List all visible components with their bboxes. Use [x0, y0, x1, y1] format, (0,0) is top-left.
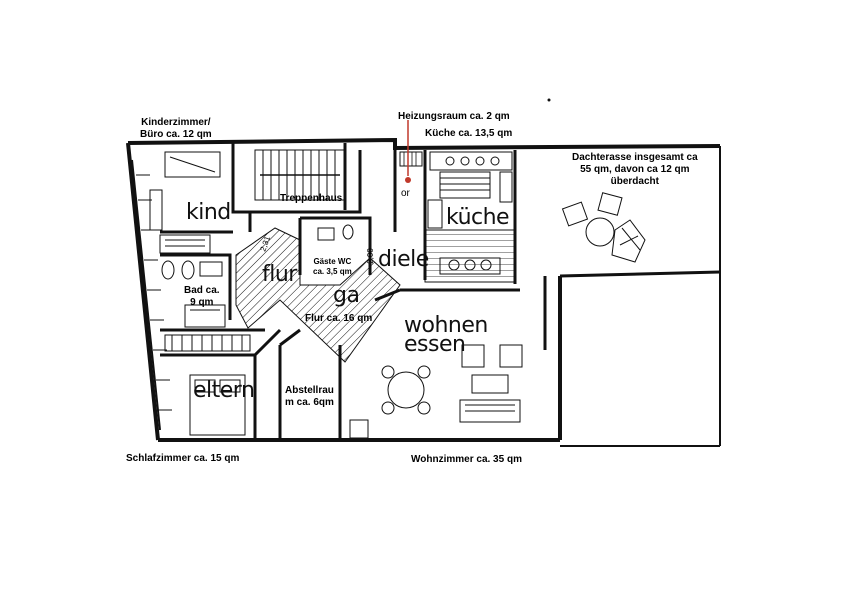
label-abstellraum-line1: Abstellrau [285, 385, 334, 396]
left-windows [131, 159, 172, 431]
label-heizungsraum: Heizungsraum ca. 2 qm [398, 111, 510, 122]
label-kueche: Küche ca. 13,5 qm [425, 128, 513, 139]
label-bad-line2: 9 qm [190, 297, 214, 308]
hand-flur: flur [262, 262, 297, 287]
interior-walls [160, 143, 547, 440]
staircase [254, 149, 346, 201]
heating-room [399, 151, 423, 167]
hand-or: or [401, 188, 410, 199]
label-kinderzimmer: Kinderzimmer/ Büro ca. 12 qm [140, 117, 212, 141]
hand-kueche: küche [446, 205, 510, 230]
label-gaeste-wc-line1: Gäste WC [313, 257, 352, 266]
label-dachterasse-line2: 55 qm, davon ca 12 qm [580, 164, 690, 175]
kid-room-furniture [149, 151, 221, 254]
label-abstellraum: Abstellrau m ca. 6qm [285, 385, 334, 409]
label-dachterasse-line1: Dachterasse insgesamt ca [572, 152, 698, 163]
label-wohnzimmer: Wohnzimmer ca. 35 qm [411, 454, 522, 465]
hand-diele: diele [378, 247, 429, 272]
hand-wohnen: wohnen [404, 313, 488, 338]
marker-dot [547, 98, 551, 102]
bathroom-fixtures [161, 260, 226, 328]
label-bad: Bad ca. 9 qm [184, 285, 220, 309]
hand-kind: kind [186, 200, 231, 225]
label-kinderzimmer-line2: Büro ca. 12 qm [140, 129, 212, 140]
label-dachterasse: Dachterasse insgesamt ca 55 qm, davon ca… [572, 152, 698, 188]
label-treppenhaus: Treppenhaus [280, 193, 343, 204]
hall-flooring [235, 227, 516, 363]
kitchen-counters [427, 151, 513, 275]
terrace-furniture [561, 192, 646, 263]
dim-b: 2,00 [365, 248, 375, 264]
bedroom-furniture [164, 334, 251, 436]
label-abstellraum-line2: m ca. 6qm [285, 397, 334, 408]
label-dachterasse-line3: überdacht [610, 176, 659, 187]
label-gaeste-wc-line2: ca. 3,5 qm [313, 267, 352, 276]
heating-arrow [405, 120, 411, 183]
hand-essen: essen [404, 332, 466, 357]
guest-wc-fixtures [317, 224, 354, 241]
label-schlafzimmer: Schlafzimmer ca. 15 qm [126, 453, 240, 464]
living-furniture [349, 344, 523, 439]
label-flur: Flur ca. 16 qm [305, 313, 373, 324]
hand-eltern: eltern [193, 378, 255, 403]
label-bad-line1: Bad ca. [184, 285, 220, 296]
label-gaeste-wc: Gäste WC ca. 3,5 qm [313, 257, 352, 277]
hand-ga: ga [333, 283, 360, 308]
label-kinderzimmer-line1: Kinderzimmer/ [141, 117, 211, 128]
